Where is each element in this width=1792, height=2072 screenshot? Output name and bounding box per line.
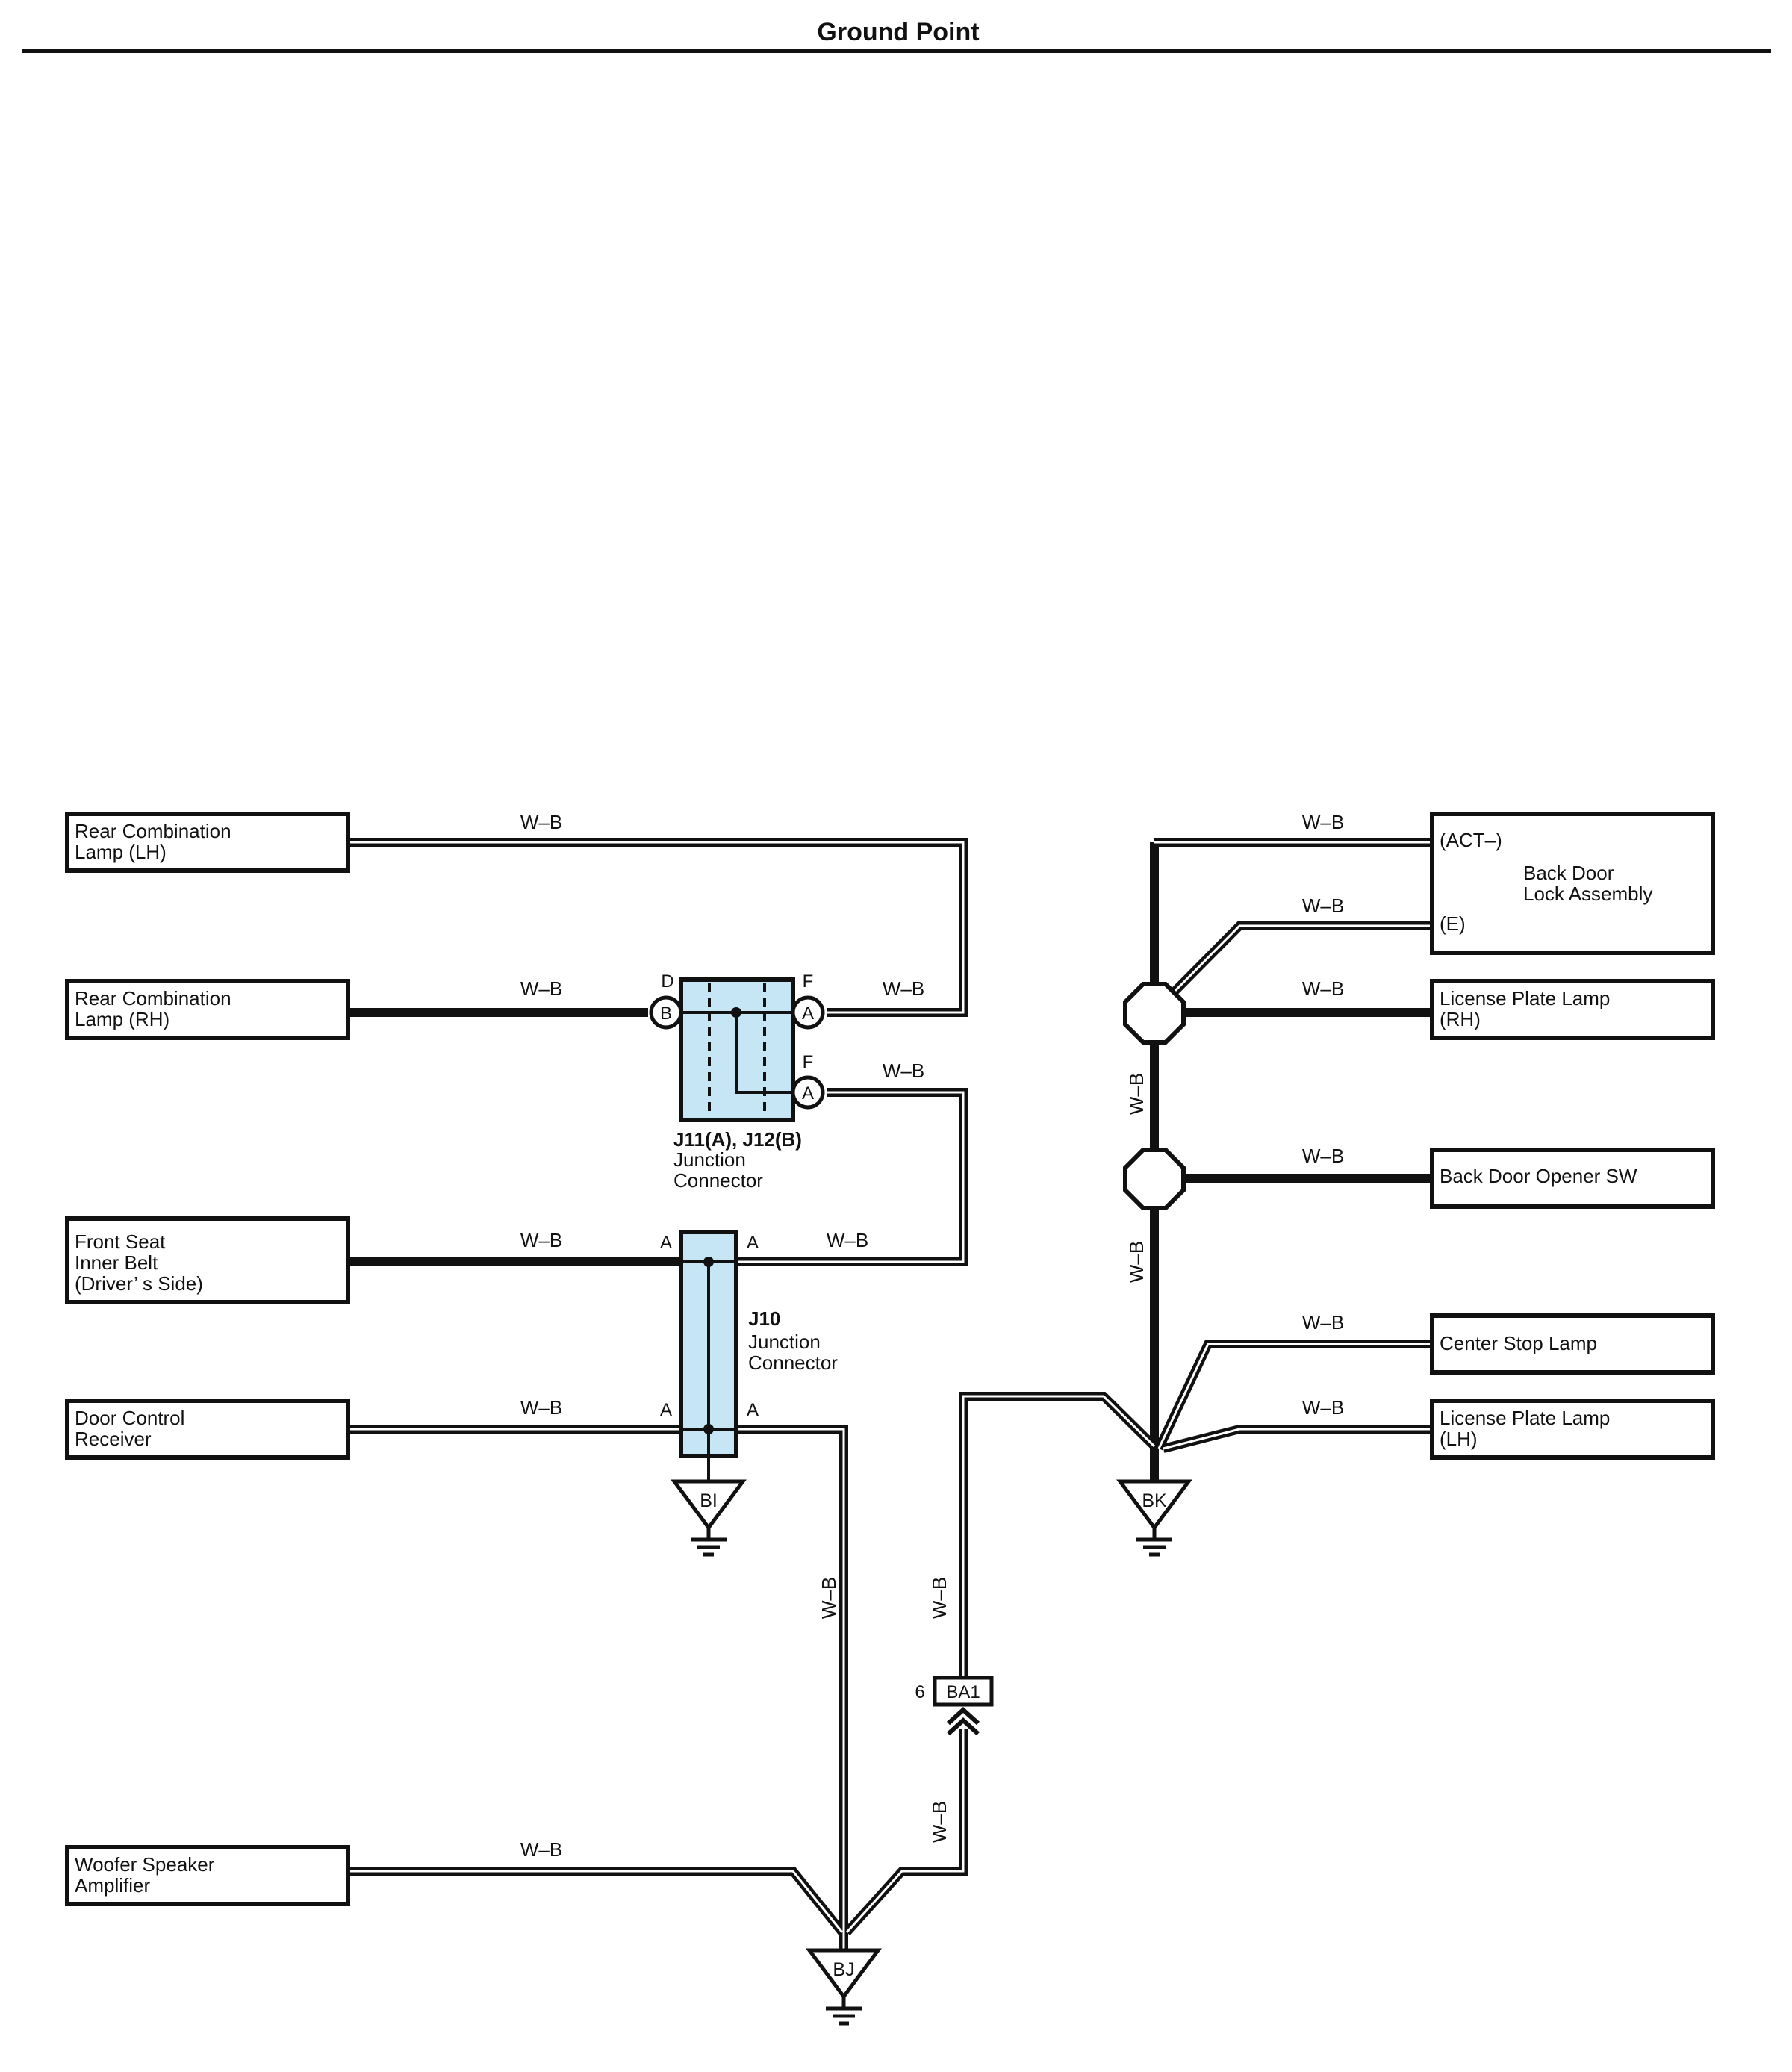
svg-text:W–B: W–B — [1302, 1311, 1344, 1334]
splice-upper — [1123, 982, 1186, 1045]
svg-text:(E): (E) — [1440, 912, 1466, 935]
component-door-control: Door Control Receiver — [65, 1399, 350, 1460]
connector-ba1: BA1 6 — [915, 1676, 994, 1736]
svg-text:F: F — [803, 971, 814, 992]
svg-text:BK: BK — [1142, 1490, 1167, 1511]
pin-a-lower — [791, 1075, 825, 1110]
component-rear-comb-rh: Rear Combination Lamp (RH) — [65, 979, 350, 1040]
component-center-stop: Center Stop Lamp — [1430, 1313, 1715, 1375]
svg-text:W–B: W–B — [928, 1801, 951, 1843]
svg-text:A: A — [802, 1004, 814, 1024]
svg-text:J10: J10 — [748, 1307, 780, 1330]
svg-text:W–B: W–B — [1302, 1396, 1344, 1419]
svg-text:W–B: W–B — [1302, 977, 1344, 1000]
ground-bk: BK — [1120, 1481, 1189, 1555]
svg-text:Back Door: Back Door — [1523, 862, 1614, 884]
svg-text:Front Seat: Front Seat — [75, 1231, 166, 1253]
svg-text:Door Control: Door Control — [75, 1407, 184, 1429]
svg-text:6: 6 — [915, 1682, 924, 1702]
svg-text:License Plate Lamp: License Plate Lamp — [1440, 1407, 1610, 1429]
svg-text:W–B: W–B — [1125, 1241, 1148, 1283]
component-rear-comb-lh: Rear Combination Lamp (LH) — [65, 812, 350, 873]
svg-text:W–B: W–B — [818, 1577, 840, 1619]
svg-text:(ACT–): (ACT–) — [1440, 829, 1502, 851]
wire-woofer — [348, 1867, 846, 1935]
svg-text:W–B: W–B — [520, 977, 562, 1000]
svg-text:W–B: W–B — [520, 1229, 562, 1251]
svg-text:Receiver: Receiver — [75, 1428, 152, 1450]
pin-a-upper — [791, 995, 825, 1030]
svg-text:(LH): (LH) — [1440, 1428, 1478, 1450]
wire-rear-comb-lh — [348, 838, 968, 1017]
svg-text:D: D — [661, 971, 673, 992]
wires — [348, 838, 1432, 1950]
ground-bj: BJ — [809, 1950, 878, 2023]
svg-text:A: A — [660, 1400, 672, 1420]
svg-text:W–B: W–B — [928, 1577, 951, 1619]
svg-text:Woofer Speaker: Woofer Speaker — [75, 1853, 215, 1876]
svg-text:W–B: W–B — [520, 1396, 562, 1419]
svg-text:W–B: W–B — [827, 1229, 868, 1251]
svg-text:BJ: BJ — [833, 1959, 854, 1980]
wire-e — [1162, 921, 1432, 1004]
svg-text:BI: BI — [700, 1490, 718, 1511]
svg-text:(RH): (RH) — [1440, 1008, 1481, 1030]
junction-j11-j12: B A A D F F J11(A), J12(B) Junction Conn… — [649, 971, 825, 1192]
splice-lower — [1123, 1148, 1186, 1210]
svg-text:J11(A), J12(B): J11(A), J12(B) — [673, 1128, 802, 1151]
svg-text:W–B: W–B — [520, 811, 562, 833]
component-front-seat: Front Seat Inner Belt (Driver’ s Side) — [65, 1216, 350, 1304]
svg-text:W–B: W–B — [1302, 811, 1344, 833]
svg-text:License Plate Lamp: License Plate Lamp — [1440, 987, 1610, 1009]
svg-text:A: A — [802, 1083, 814, 1104]
component-back-door-lock: (ACT–) Back Door Lock Assembly (E) — [1430, 812, 1715, 955]
svg-text:Center Stop Lamp: Center Stop Lamp — [1440, 1332, 1597, 1354]
component-back-door-opener: Back Door Opener SW — [1430, 1148, 1715, 1209]
wire-ba1-to-bk — [959, 1392, 1158, 1676]
svg-text:W–B: W–B — [883, 977, 924, 1000]
svg-text:Lamp (RH): Lamp (RH) — [75, 1008, 169, 1030]
svg-text:A: A — [747, 1233, 759, 1253]
svg-text:Inner Belt: Inner Belt — [75, 1251, 158, 1274]
svg-text:W–B: W–B — [1125, 1073, 1148, 1115]
svg-text:Lamp (LH): Lamp (LH) — [75, 841, 167, 863]
svg-text:Connector: Connector — [673, 1169, 763, 1192]
svg-text:W–B: W–B — [1302, 895, 1344, 917]
junction-j10: A A A A J10 Junction Connector — [660, 1230, 838, 1481]
svg-text:Rear Combination: Rear Combination — [75, 987, 231, 1009]
svg-text:Lock Assembly: Lock Assembly — [1523, 883, 1652, 905]
svg-text:B: B — [660, 1004, 672, 1024]
component-license-rh: License Plate Lamp (RH) — [1430, 979, 1715, 1040]
svg-text:Rear Combination: Rear Combination — [75, 820, 231, 842]
svg-text:W–B: W–B — [883, 1060, 924, 1082]
svg-text:W–B: W–B — [1302, 1145, 1344, 1167]
component-license-lh: License Plate Lamp (LH) — [1430, 1399, 1715, 1460]
ground-bi: BI — [674, 1481, 743, 1555]
page-title: Ground Point — [817, 18, 979, 46]
svg-text:(Driver’ s Side): (Driver’ s Side) — [75, 1272, 203, 1295]
svg-text:W–B: W–B — [520, 1838, 562, 1861]
svg-text:Junction: Junction — [748, 1331, 821, 1353]
pin-b — [649, 995, 683, 1030]
svg-text:F: F — [803, 1052, 814, 1072]
svg-text:Junction: Junction — [673, 1148, 746, 1171]
svg-text:BA1: BA1 — [946, 1682, 980, 1702]
component-woofer: Woofer Speaker Amplifier — [65, 1845, 350, 1906]
svg-text:Connector: Connector — [748, 1351, 838, 1374]
svg-text:A: A — [660, 1233, 672, 1253]
wire-labels: W–B W–B W–B W–B W–B W–B W–B W–B W–B W–B … — [520, 811, 1344, 1861]
svg-text:Back Door Opener SW: Back Door Opener SW — [1440, 1165, 1637, 1187]
svg-text:A: A — [747, 1400, 759, 1420]
svg-text:Amplifier: Amplifier — [75, 1874, 150, 1897]
